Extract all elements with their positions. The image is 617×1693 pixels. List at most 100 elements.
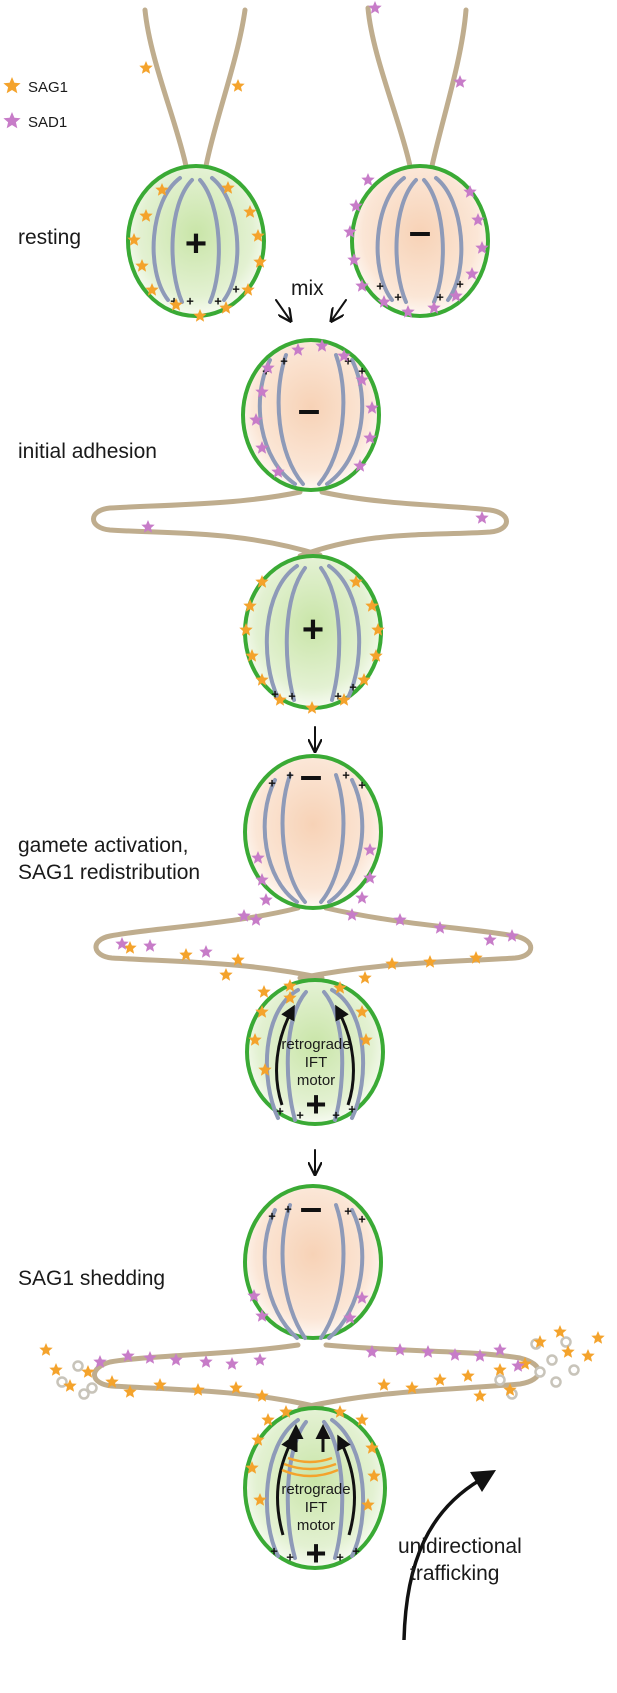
sad1-star-icon <box>363 871 377 884</box>
basal-body-plus-mark: + <box>334 688 342 703</box>
sad1-star-icon <box>115 937 129 950</box>
sad1-star-icon <box>3 112 21 129</box>
sag1-star-icon <box>253 1493 267 1506</box>
plus-gamete-resting: + <box>126 164 266 318</box>
cell-membrane <box>241 338 381 492</box>
trafficking-label-line1: unidirectional <box>398 1535 522 1558</box>
sad1-star-icon <box>259 893 273 906</box>
sag1-star-icon <box>3 77 21 94</box>
mating-type-minus-sign: – <box>298 388 320 432</box>
cell-membrane <box>245 978 385 1126</box>
legend-sag1-label: SAG1 <box>28 79 68 96</box>
sad1-star-icon <box>433 921 447 934</box>
sag1-star-icon <box>127 233 141 246</box>
shed-vesicle <box>546 1354 558 1366</box>
cell-membrane <box>243 1184 383 1340</box>
sad1-star-icon <box>365 401 379 414</box>
sag1-star-icon <box>365 1441 379 1454</box>
sad1-star-icon <box>349 199 363 212</box>
sad1-star-icon <box>471 213 485 226</box>
sag1-star-icon <box>369 649 383 662</box>
basal-body-plus-mark: + <box>276 1103 284 1118</box>
microtubules <box>262 1203 365 1340</box>
microtubules <box>375 176 464 304</box>
sag1-star-icon <box>191 1383 205 1396</box>
sag1-star-icon <box>169 298 183 311</box>
basal-body-plus-mark: + <box>268 775 276 790</box>
sag1-star-icon <box>221 181 235 194</box>
sag1-star-icon <box>518 1357 532 1370</box>
sad1-star-icon <box>291 343 305 356</box>
sad1-star-icon <box>393 1343 407 1356</box>
shed-vesicle <box>560 1336 572 1348</box>
sag1-star-icon <box>591 1331 605 1344</box>
sag1-star-icon <box>355 1005 369 1018</box>
microtubules <box>257 353 365 486</box>
sag1-star-icon <box>139 61 153 74</box>
sag1-star-icon <box>433 1373 447 1386</box>
basal-body-plus-mark: + <box>296 1107 304 1122</box>
shed-vesicle <box>550 1376 562 1388</box>
sad1-star-icon <box>465 267 479 280</box>
motor-label-line2: IFT <box>305 1499 328 1516</box>
basal-body-plus-mark: + <box>268 1208 276 1223</box>
sag1-star-icon <box>358 971 372 984</box>
motor-label-line1: retrograde <box>281 1481 350 1498</box>
sad1-star-icon <box>368 1 382 14</box>
flagellum <box>429 7 469 169</box>
sag1-star-icon <box>405 1381 419 1394</box>
flagellum <box>91 489 323 558</box>
sag1-star-icon <box>283 991 297 1004</box>
minus-gamete-activation: – <box>243 754 383 910</box>
sad1-star-icon <box>355 279 369 292</box>
sag1-star-icon <box>253 255 267 268</box>
microtubules <box>262 773 365 904</box>
flagellum <box>297 489 509 559</box>
cells-layer: + – – <box>126 164 490 1574</box>
sag1-star-icon <box>123 941 137 954</box>
sad1-star-icon <box>347 253 361 266</box>
basal-body-plus-mark: + <box>352 1543 360 1558</box>
mating-type-plus-sign: + <box>185 223 207 265</box>
sag1-star-icon <box>63 1379 77 1392</box>
sad1-star-icon <box>261 361 275 374</box>
sag1-star-icon <box>243 205 257 218</box>
retrograde-arrow-right <box>337 1434 356 1536</box>
stage-label-resting: resting <box>18 226 81 249</box>
sag1-star-icon <box>245 1461 259 1474</box>
motor-label-line3: motor <box>297 1517 335 1534</box>
sag1-star-icon <box>305 701 319 714</box>
sad1-star-icon <box>449 289 463 302</box>
sad1-star-icon <box>169 1353 183 1366</box>
sad1-star-icon <box>237 909 251 922</box>
basal-body-plus-mark: + <box>336 1549 344 1564</box>
flagellum <box>297 905 534 981</box>
stage-label-initial-adhesion: initial adhesion <box>18 440 157 463</box>
basal-body-plus-mark: + <box>349 679 357 694</box>
sag1-star-icon <box>251 1433 265 1446</box>
mix-label: mix <box>291 277 324 300</box>
sad1-star-icon <box>393 913 407 926</box>
sag1-star-icon <box>503 1383 517 1396</box>
sag1-star-icon <box>231 953 245 966</box>
sad1-star-icon <box>247 1289 261 1302</box>
shed-vesicle <box>568 1364 580 1376</box>
sad1-star-icon <box>493 1343 507 1356</box>
motor-label-line3: motor <box>297 1072 335 1089</box>
sag1-star-icon <box>155 183 169 196</box>
sag1-star-icon <box>135 259 149 272</box>
sad1-star-icon <box>199 945 213 958</box>
legend: SAG1 SAD1 <box>3 77 68 131</box>
sad1-star-icon <box>363 431 377 444</box>
sad1-star-icon <box>143 939 157 952</box>
sag1-star-icon <box>283 979 297 992</box>
sag1-star-icon <box>367 1469 381 1482</box>
sad1-star-icon <box>121 1349 135 1362</box>
sag1-star-icon <box>241 283 255 296</box>
shed-vesicle <box>78 1388 90 1400</box>
sag1-star-icon <box>245 649 259 662</box>
sad1-star-icon <box>143 1351 157 1364</box>
sad1-star-icon <box>355 891 369 904</box>
shed-vesicle <box>534 1366 546 1378</box>
sag1-star-icon <box>255 1389 269 1402</box>
